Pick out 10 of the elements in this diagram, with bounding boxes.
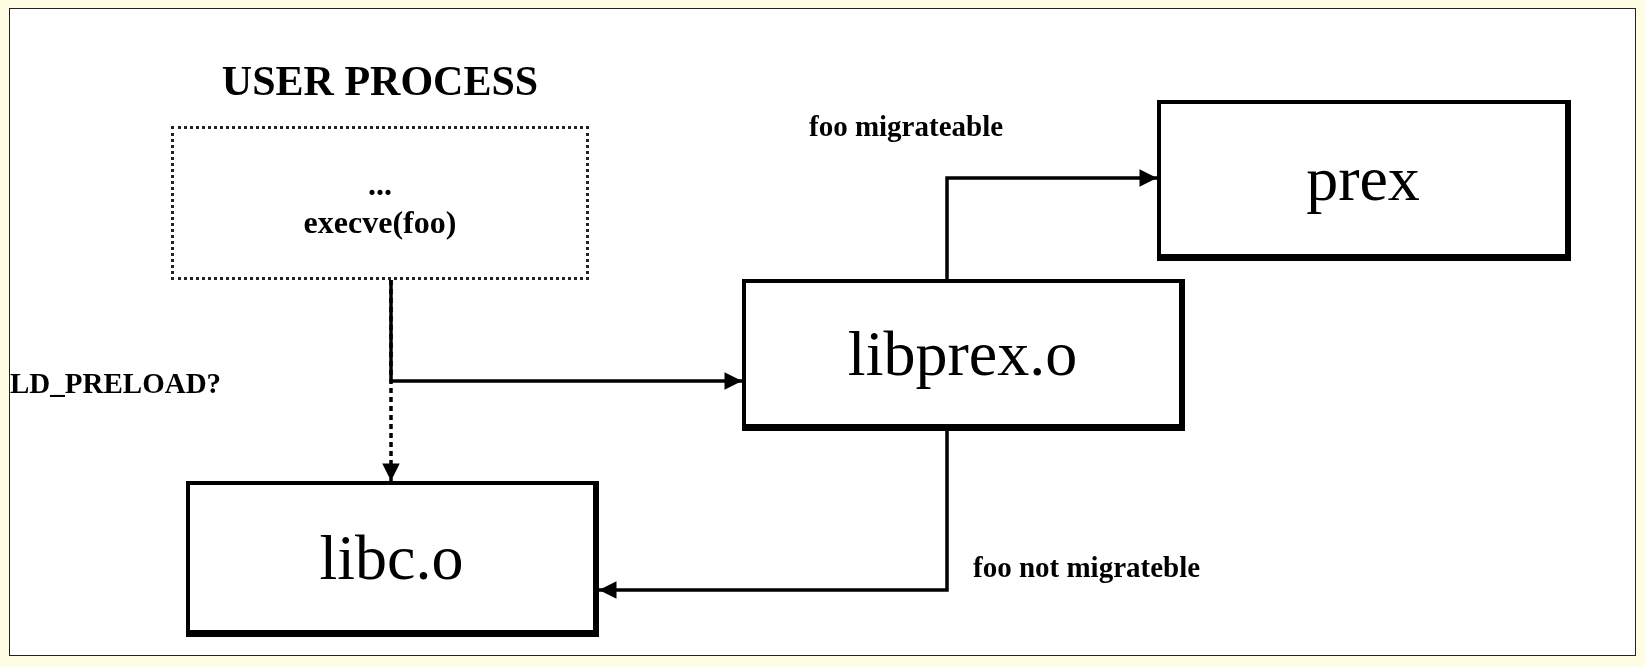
module-box bbox=[186, 481, 599, 637]
arrow bbox=[945, 169, 1157, 279]
code-text: ... bbox=[368, 164, 392, 203]
arrow bbox=[599, 431, 949, 599]
process-heading: USER PROCESS bbox=[220, 57, 540, 105]
code-text: execve(foo) bbox=[303, 203, 457, 242]
module-name: libc.o bbox=[319, 525, 464, 590]
module-box bbox=[742, 279, 1185, 431]
module-box bbox=[1157, 100, 1571, 261]
arrow bbox=[389, 280, 742, 390]
